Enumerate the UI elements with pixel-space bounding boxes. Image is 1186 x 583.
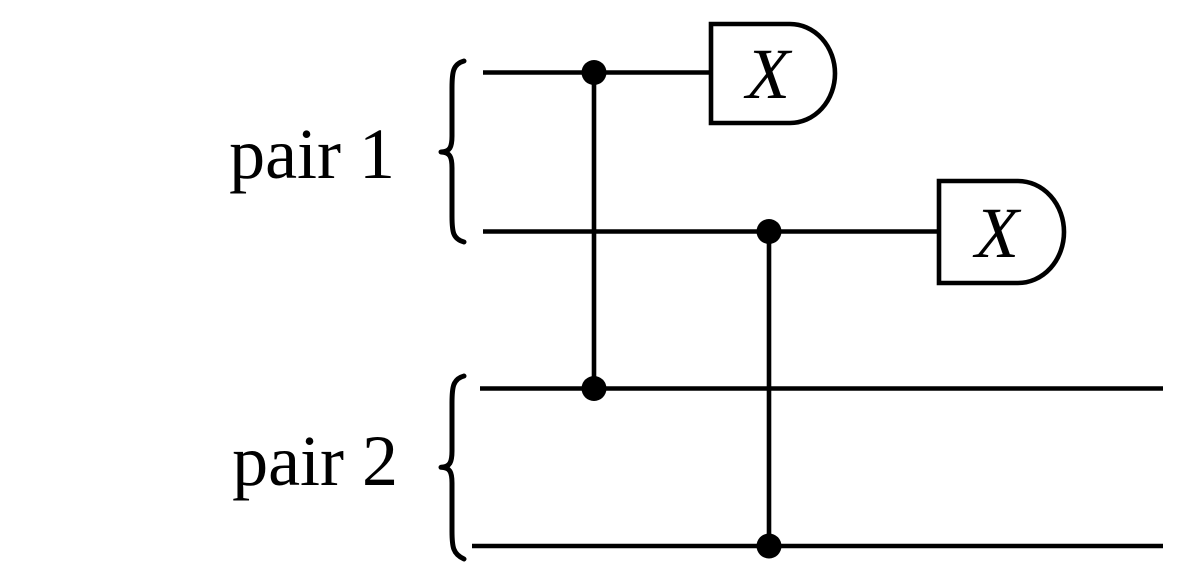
- gates-group: [708, 21, 1067, 286]
- control-dot-4: [756, 533, 782, 559]
- brace-pair-1: [438, 58, 467, 245]
- gate1-label: X: [743, 34, 793, 114]
- control-dot-1: [581, 60, 607, 85]
- pair2-label: pair 2: [232, 421, 398, 501]
- control-dot-3: [581, 376, 607, 401]
- braces-group: [438, 58, 467, 562]
- control-dots-group: [581, 60, 782, 559]
- pair1-label: pair 1: [229, 114, 395, 194]
- brace-pair-2: [438, 373, 467, 562]
- wires-group: [472, 70, 1163, 549]
- control-dot-2: [756, 219, 782, 244]
- gate2-label: X: [972, 193, 1022, 273]
- x-measurement-gate-2: [936, 178, 1067, 286]
- x-measurement-gate-1: [708, 21, 838, 126]
